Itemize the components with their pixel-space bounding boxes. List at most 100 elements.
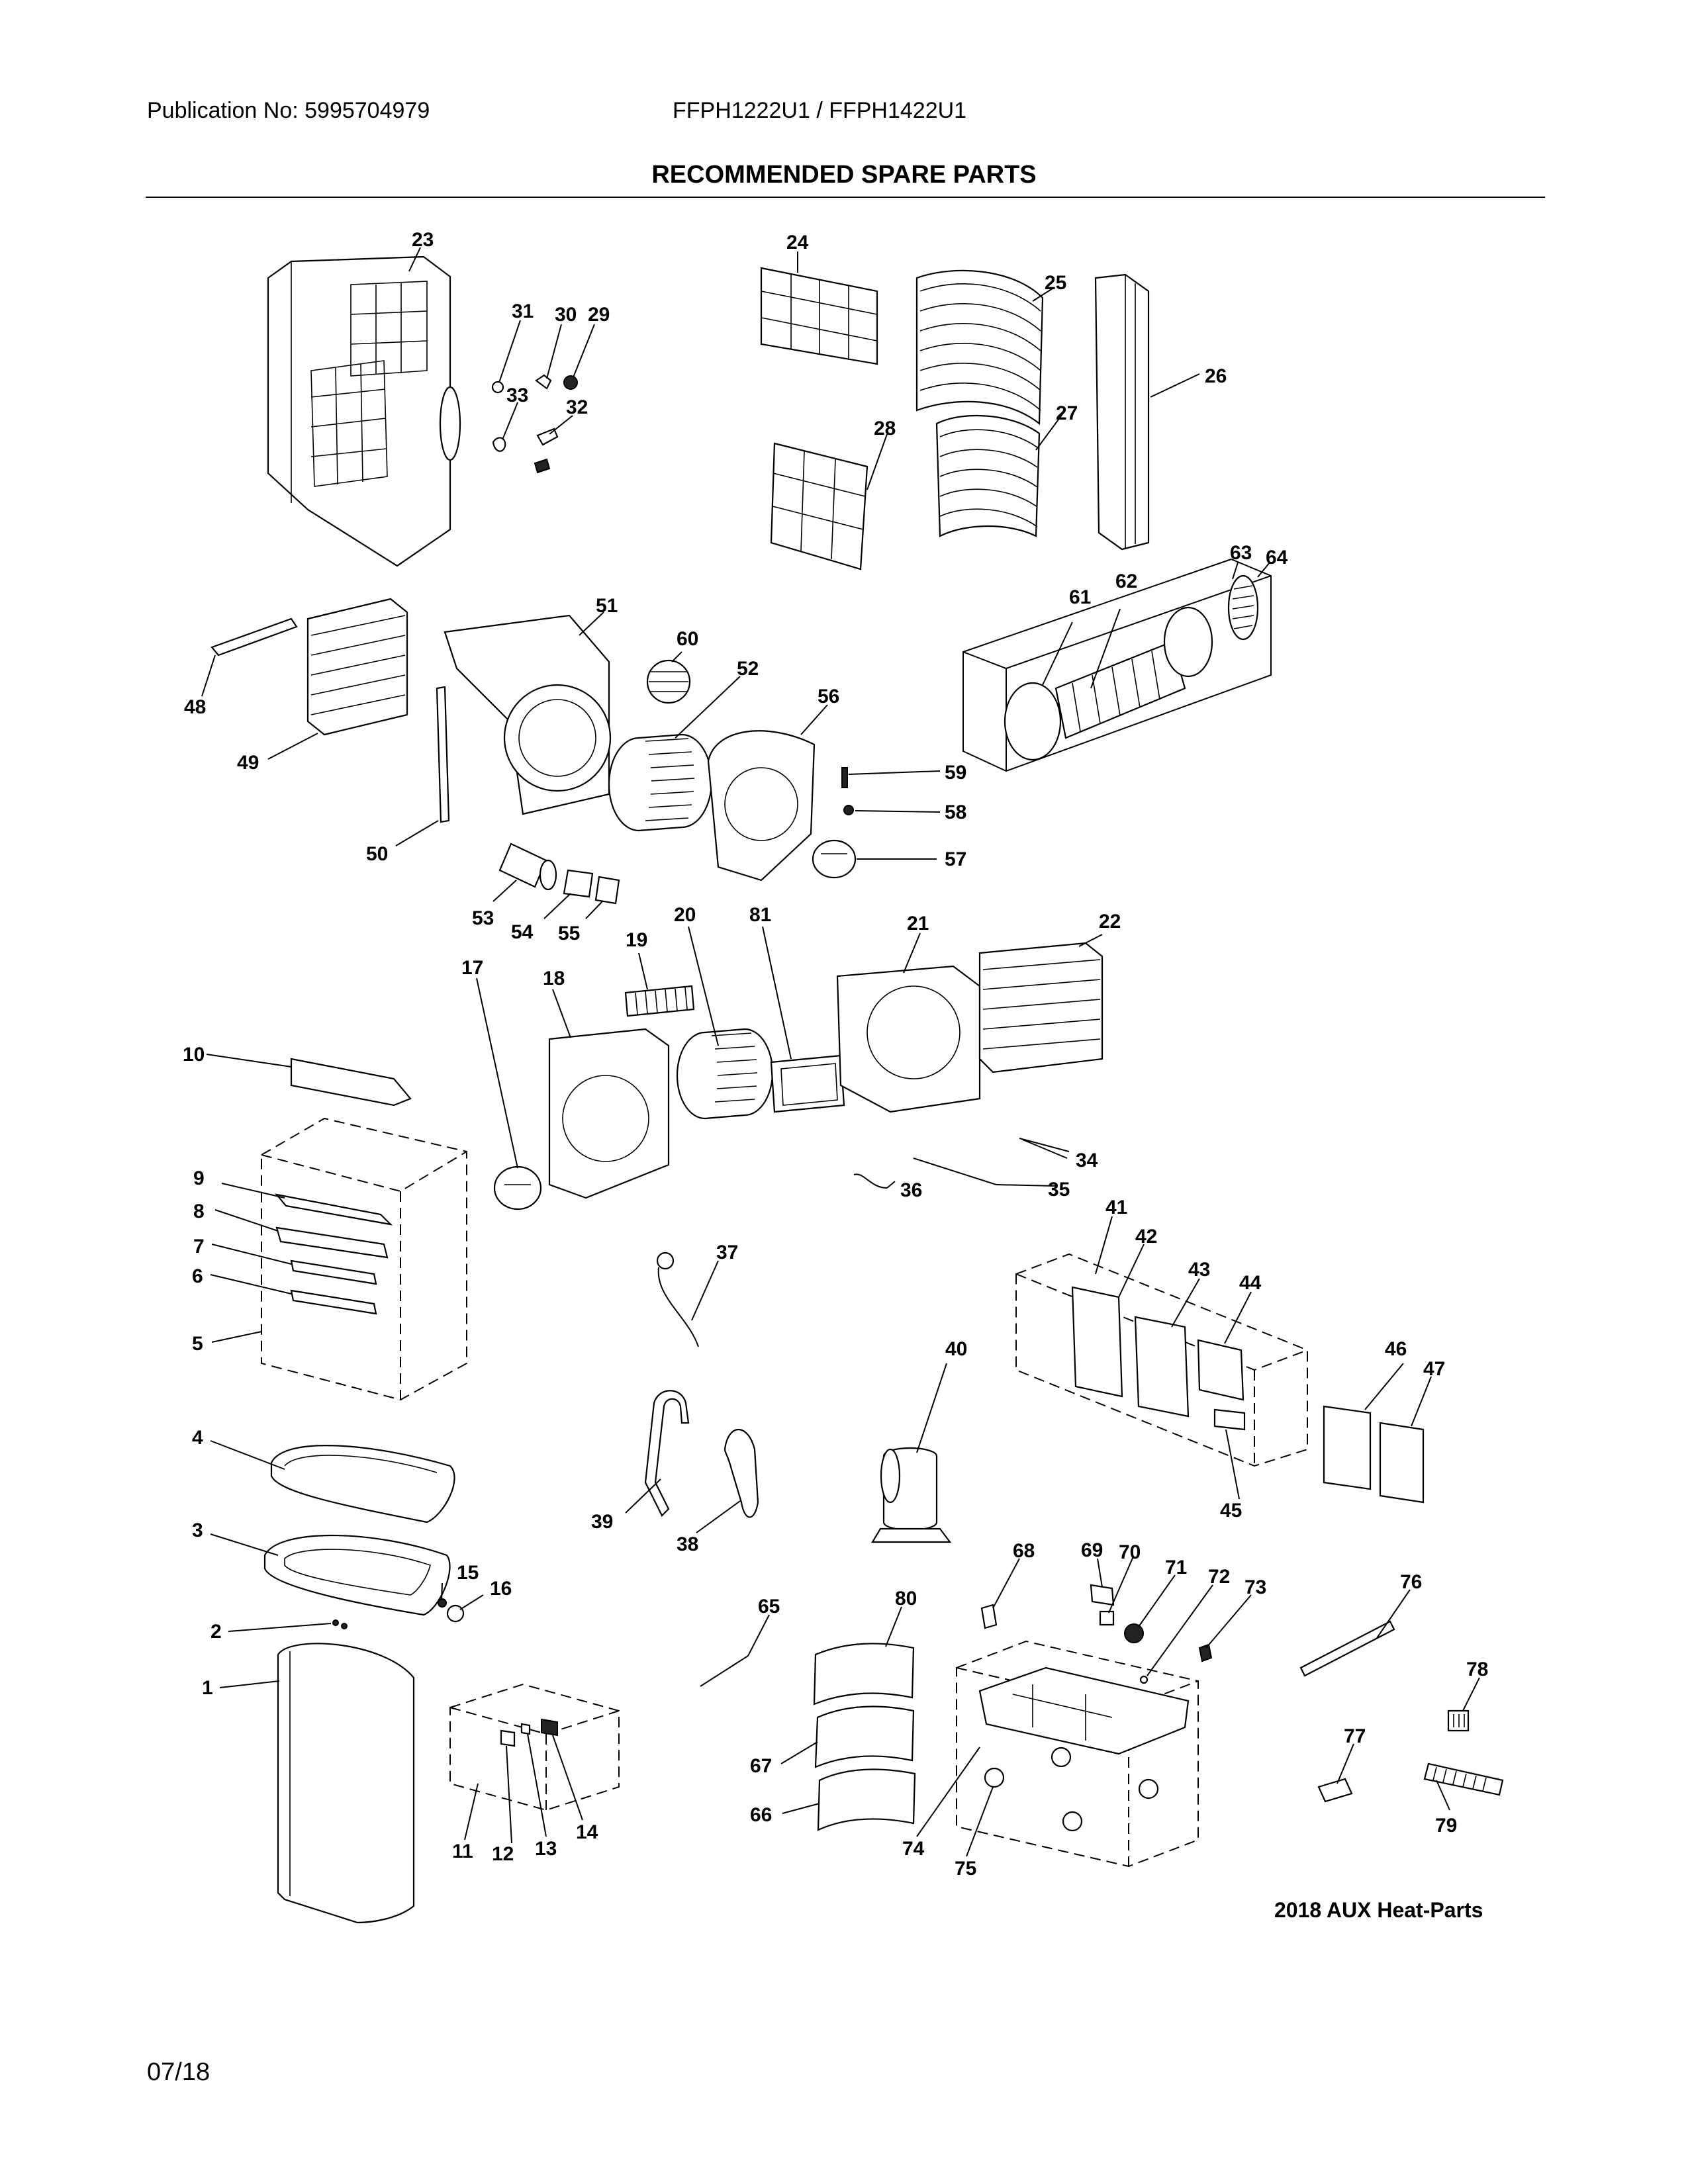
callout-23: 23 [412,229,434,251]
sheet-67 [814,1706,915,1768]
callout-40: 40 [945,1338,967,1360]
callout-70: 70 [1119,1541,1141,1563]
grille-19 [624,985,695,1017]
condenser-coil-25 [915,269,1044,426]
callout-51: 51 [596,595,618,617]
callout-11: 11 [452,1841,473,1862]
hose-39 [644,1390,690,1517]
callout-62: 62 [1115,570,1137,592]
part-78 [1447,1709,1470,1732]
callout-2: 2 [211,1621,222,1643]
filter-24 [760,267,878,365]
callout-12: 12 [492,1843,514,1865]
callout-71: 71 [1165,1557,1187,1578]
blower-wheel-20 [676,1028,774,1120]
screws-2 [332,1619,348,1629]
callout-55: 55 [558,923,580,944]
sensors-34-36 [853,1138,1070,1189]
sheet-80 [813,1643,915,1706]
callout-78: 78 [1466,1659,1488,1680]
callout-24: 24 [786,232,809,253]
model-numbers: FFPH1222U1 / FFPH1422U1 [673,98,967,123]
callout-54: 54 [511,921,534,943]
callout-81: 81 [749,904,771,926]
exhaust-hose-kit-61-64 [962,558,1272,772]
callout-75: 75 [955,1858,976,1880]
callout-numbers: 1 2 3 4 5 6 7 8 9 10 11 12 13 14 15 16 1… [183,229,1488,1880]
frame-81 [770,1054,845,1113]
fan-housing-18 [548,1028,670,1199]
page-title: RECOMMENDED SPARE PARTS [651,161,1037,189]
drain-hose-37 [656,1251,699,1347]
diagram-caption: 2018 AUX Heat-Parts [1274,1898,1483,1922]
callout-30: 30 [555,304,577,326]
vent-79 [1423,1762,1504,1796]
callout-27: 27 [1056,402,1078,424]
sheet-66 [817,1768,916,1831]
coil-22 [978,942,1103,1073]
callout-59: 59 [945,762,966,784]
clips-29-33 [491,374,578,474]
callout-13: 13 [535,1838,557,1860]
front-panel-1 [277,1643,415,1924]
callout-39: 39 [591,1511,613,1533]
callout-68: 68 [1013,1540,1035,1562]
callout-72: 72 [1208,1566,1230,1588]
callout-4: 4 [192,1427,203,1449]
callout-50: 50 [366,843,388,865]
callout-10: 10 [183,1044,205,1066]
fan-housing-51 [444,614,612,815]
callout-63: 63 [1230,542,1252,564]
callout-33: 33 [506,385,528,406]
callout-41: 41 [1105,1197,1127,1218]
callout-35: 35 [1048,1179,1070,1201]
callout-65: 65 [758,1596,780,1617]
motor-17 [493,1165,542,1210]
callout-44: 44 [1239,1272,1262,1294]
scroll-housing-56 [707,730,816,882]
callout-77: 77 [1344,1725,1366,1747]
callout-47: 47 [1423,1358,1445,1380]
callout-1: 1 [202,1677,213,1699]
callout-18: 18 [543,968,565,989]
callout-17: 17 [461,957,483,979]
callout-25: 25 [1045,272,1066,294]
callout-31: 31 [512,300,534,322]
callout-67: 67 [750,1755,772,1777]
callout-74: 74 [902,1838,925,1860]
callout-9: 9 [193,1167,205,1189]
callout-79: 79 [1435,1815,1457,1837]
rear-cabinet-23 [267,255,461,567]
callout-73: 73 [1244,1576,1266,1598]
callout-22: 22 [1099,911,1121,933]
callout-43: 43 [1188,1259,1210,1281]
callout-38: 38 [677,1533,698,1555]
callout-28: 28 [874,418,896,439]
control-box-5-9 [261,1117,467,1401]
publication-date: 07/18 [147,2058,211,2086]
callout-20: 20 [674,904,696,926]
side-strip-26 [1094,273,1150,551]
callout-66: 66 [750,1804,772,1826]
callout-52: 52 [737,658,759,680]
callout-53: 53 [472,907,494,929]
callout-58: 58 [945,801,966,823]
wire-65 [700,1655,749,1687]
callout-64: 64 [1266,547,1288,569]
callout-49: 49 [237,752,259,774]
board-47 [1379,1422,1425,1504]
callout-60: 60 [677,628,698,650]
bracket-48 [211,617,298,657]
cap-55 [594,876,620,905]
parts-68-73 [980,1584,1213,1684]
callout-8: 8 [193,1201,205,1222]
compressor-40 [871,1447,952,1543]
callout-76: 76 [1400,1571,1422,1593]
callout-56: 56 [818,686,839,707]
strip-50 [436,686,450,823]
callout-21: 21 [907,913,929,934]
electrical-box-41-45 [1015,1253,1308,1467]
parts-15-16 [438,1598,465,1623]
switch-kit-11-14 [449,1683,620,1811]
